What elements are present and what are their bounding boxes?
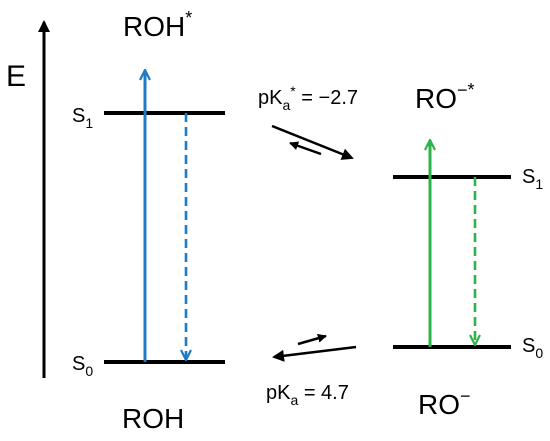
ro-s0-label: S0 — [522, 335, 543, 361]
ground-forward-arrow — [297, 333, 327, 346]
excited-reverse-arrow — [289, 141, 322, 156]
excited-pka-label: pKa* = −2.7 — [258, 83, 358, 113]
ground-reverse-arrow — [272, 345, 357, 362]
roh-excited-label: ROH* — [123, 8, 192, 42]
excited-forward-arrow — [271, 124, 354, 160]
ground-pka-label: pKa = 4.7 — [266, 382, 349, 408]
roh-ground-label: ROH — [122, 403, 184, 434]
ro-excited-label: RO−* — [415, 80, 475, 114]
ro-s1-label: S1 — [522, 166, 543, 192]
ro-ground-label: RO− — [418, 386, 471, 420]
energy-axis-label: E — [6, 60, 26, 93]
roh-s1-label: S1 — [72, 105, 93, 131]
roh-s0-label: S0 — [72, 353, 93, 379]
